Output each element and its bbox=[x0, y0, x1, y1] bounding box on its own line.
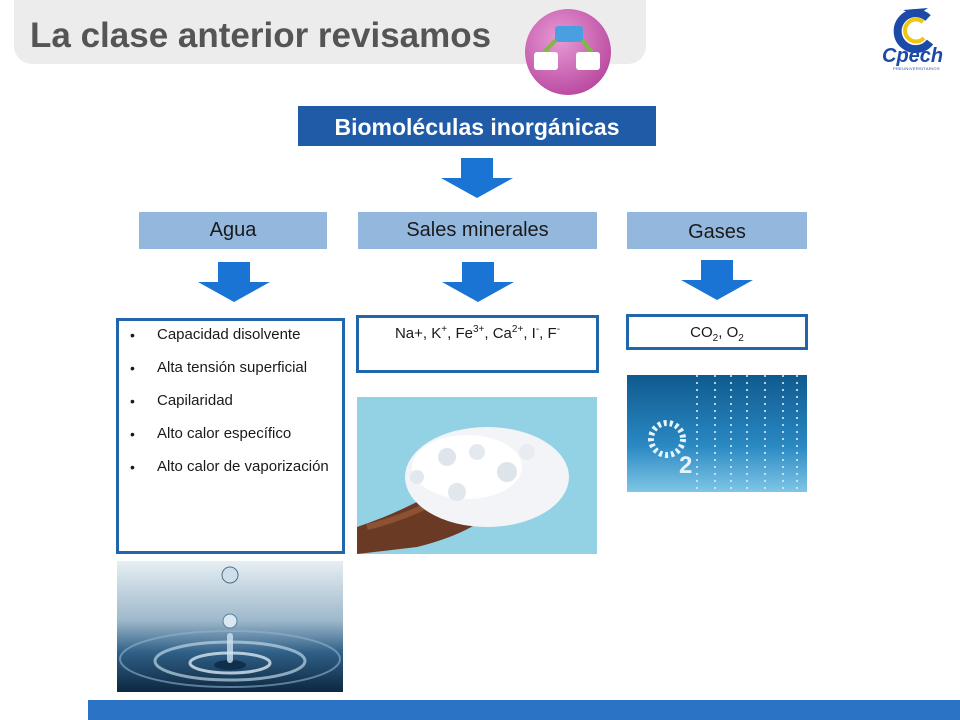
separator: , bbox=[539, 325, 548, 342]
ion-list: Na+, K+, Fe3+, Ca2+, I-, F- bbox=[359, 318, 596, 342]
separator: , bbox=[523, 325, 532, 342]
logo-subtext: PREUNIVERSITARIOS bbox=[893, 66, 940, 71]
category-gases: Gases bbox=[627, 212, 807, 249]
separator: , bbox=[422, 325, 432, 342]
ion-charge: - bbox=[556, 324, 561, 335]
list-item: Alto calor de vaporización bbox=[130, 456, 336, 478]
ion-charge: - bbox=[535, 324, 540, 335]
ion-fe: Fe bbox=[455, 325, 473, 342]
ion-charge: 2+ bbox=[511, 324, 524, 335]
gas-subscript: 2 bbox=[738, 333, 744, 344]
ion-k: K bbox=[431, 325, 442, 342]
list-item: Alta tensión superficial bbox=[130, 357, 336, 379]
gas-co2: CO bbox=[690, 324, 713, 341]
down-arrow-icon bbox=[442, 262, 514, 302]
footer-bar bbox=[88, 700, 960, 720]
list-item: Capilaridad bbox=[130, 390, 336, 412]
logo-text: Cpech bbox=[882, 45, 944, 67]
flowchart-icon bbox=[525, 9, 611, 95]
list-item: Alto calor específico bbox=[130, 423, 336, 445]
ion-f: F bbox=[547, 325, 557, 342]
separator: , bbox=[447, 325, 456, 342]
ion-ca: Ca bbox=[492, 325, 512, 342]
gas-subscript: 2 bbox=[712, 333, 719, 344]
category-sales-minerales: Sales minerales bbox=[358, 212, 597, 249]
oxygen-bubbles-image: 2 bbox=[627, 375, 807, 492]
ion-na: Na+ bbox=[394, 325, 423, 342]
water-drop-image bbox=[117, 561, 343, 692]
ion-charge: + bbox=[441, 324, 448, 335]
gas-o2: O bbox=[726, 324, 739, 341]
cpech-logo bbox=[893, 8, 934, 54]
salt-crystals-image bbox=[357, 397, 597, 554]
o2-subscript: 2 bbox=[679, 452, 692, 479]
agua-properties-box: Capacidad disolvente Alta tensión superf… bbox=[116, 318, 345, 554]
separator: , bbox=[484, 325, 493, 342]
down-arrow-icon bbox=[198, 262, 270, 302]
gas-list: CO2, O2 bbox=[629, 317, 805, 344]
main-heading: Biomoléculas inorgánicas bbox=[298, 106, 656, 146]
category-agua: Agua bbox=[139, 212, 327, 249]
gases-box: CO2, O2 bbox=[626, 314, 808, 350]
page-title: La clase anterior revisamos bbox=[30, 16, 492, 55]
agua-properties-list: Capacidad disolvente Alta tensión superf… bbox=[119, 321, 342, 478]
separator: , bbox=[718, 324, 727, 341]
sales-ions-box: Na+, K+, Fe3+, Ca2+, I-, F- bbox=[356, 315, 599, 373]
down-arrow-icon bbox=[441, 158, 513, 198]
list-item: Capacidad disolvente bbox=[130, 324, 336, 346]
ion-i: I bbox=[531, 325, 536, 342]
down-arrow-icon bbox=[681, 260, 753, 300]
ion-charge: 3+ bbox=[472, 324, 485, 335]
